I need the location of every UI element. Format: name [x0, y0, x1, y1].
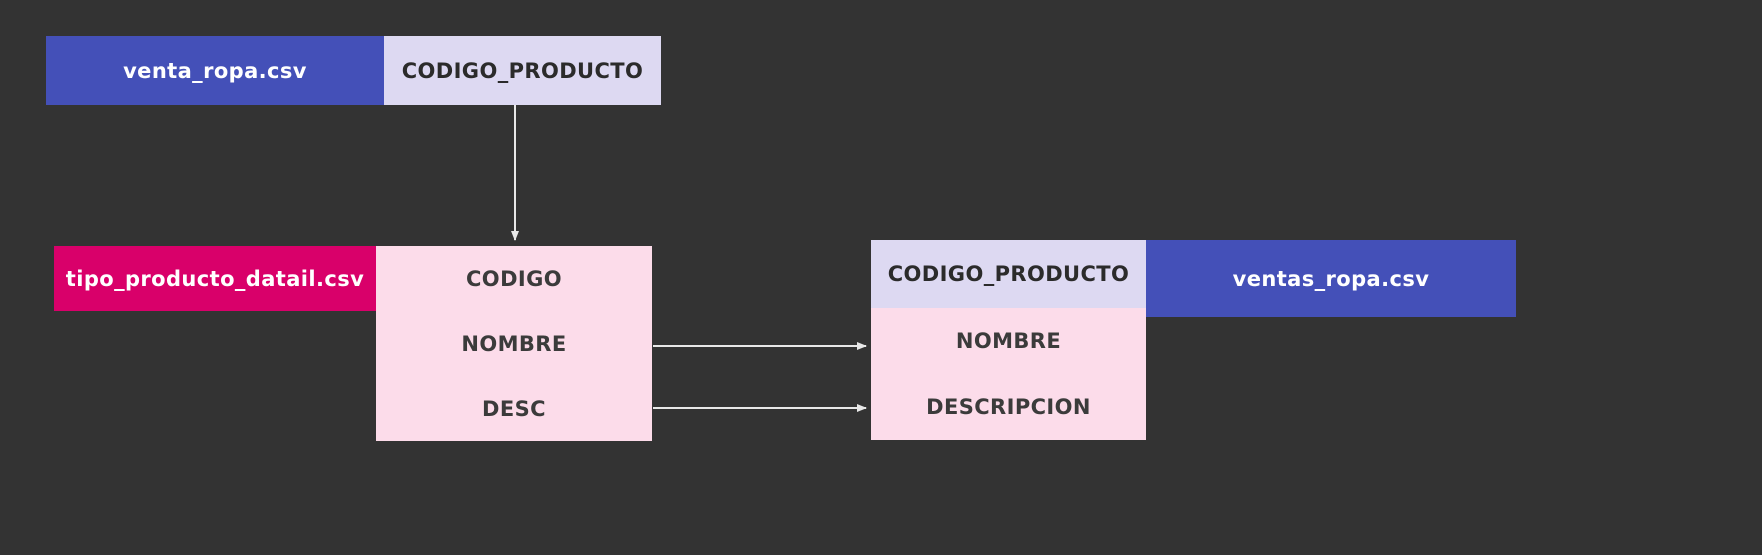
node-tipo-producto-datail-fields: CODIGO NOMBRE DESC: [376, 246, 652, 441]
node-ventas-ropa-field-descripcion: DESCRIPCION: [871, 374, 1146, 440]
node-venta-ropa[interactable]: venta_ropa.csv CODIGO_PRODUCTO: [46, 36, 661, 105]
node-tipo-producto-datail-field-nombre: NOMBRE: [461, 331, 567, 356]
node-ventas-ropa-field-nombre: NOMBRE: [871, 308, 1146, 374]
node-ventas-ropa-field-codigo-producto: CODIGO_PRODUCTO: [871, 240, 1146, 308]
node-tipo-producto-datail-field-desc: DESC: [482, 396, 546, 421]
node-tipo-producto-datail[interactable]: tipo_producto_datail.csv CODIGO NOMBRE D…: [54, 246, 652, 441]
node-ventas-ropa[interactable]: CODIGO_PRODUCTO NOMBRE DESCRIPCION venta…: [871, 240, 1516, 440]
node-tipo-producto-datail-field-codigo: CODIGO: [466, 266, 562, 291]
node-venta-ropa-file-label: venta_ropa.csv: [46, 36, 384, 105]
node-tipo-producto-datail-file-label: tipo_producto_datail.csv: [54, 246, 376, 311]
node-ventas-ropa-fields: CODIGO_PRODUCTO NOMBRE DESCRIPCION: [871, 240, 1146, 440]
node-ventas-ropa-file-label: ventas_ropa.csv: [1146, 240, 1516, 317]
node-venta-ropa-field-codigo-producto: CODIGO_PRODUCTO: [384, 36, 661, 105]
